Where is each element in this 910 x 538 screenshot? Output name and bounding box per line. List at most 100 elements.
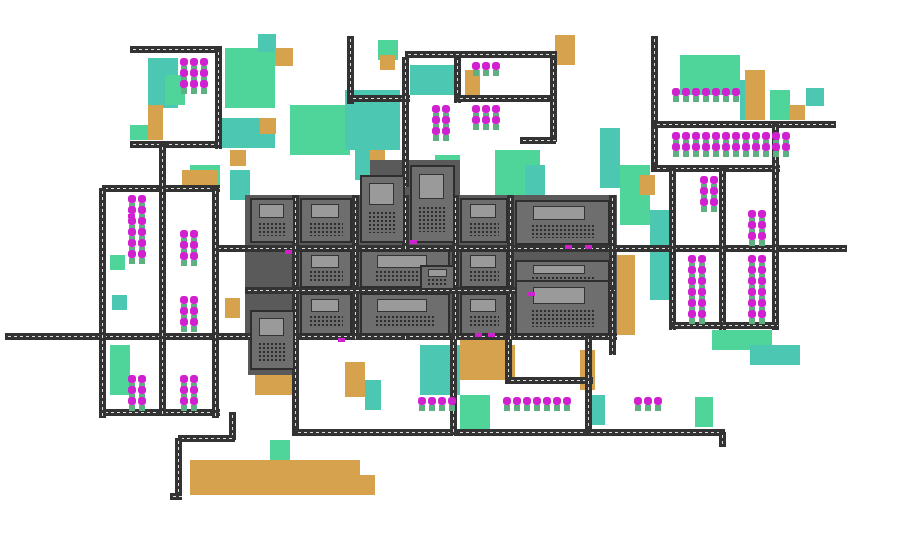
house [672, 143, 680, 157]
house-roof [762, 143, 770, 151]
house-base [713, 96, 719, 102]
house-roof [138, 386, 146, 394]
house-roof [442, 116, 450, 124]
house [138, 397, 146, 411]
house-roof [128, 375, 136, 383]
house-roof [644, 397, 652, 405]
house [442, 127, 450, 141]
factory-roof [419, 174, 444, 199]
house-roof [698, 288, 706, 296]
factory-roof [533, 206, 586, 221]
house [190, 318, 198, 332]
house-base [759, 318, 765, 324]
house-roof [688, 299, 696, 307]
house [428, 397, 436, 411]
house [200, 80, 208, 94]
house-roof [190, 58, 198, 66]
house-base [635, 405, 641, 411]
house-roof [492, 62, 500, 70]
house-roof [758, 310, 766, 318]
house-roof [138, 375, 146, 383]
house-base [191, 405, 197, 411]
house-roof [190, 375, 198, 383]
house-roof [722, 132, 730, 140]
house-roof [533, 397, 541, 405]
house-roof [682, 132, 690, 140]
grass-tile [365, 380, 381, 410]
factory-building [515, 200, 610, 245]
factory-building [410, 165, 455, 243]
factory-building [300, 198, 352, 243]
house [128, 250, 136, 264]
factory-vent [374, 315, 436, 329]
factory-vent [418, 206, 447, 233]
house [758, 232, 766, 246]
house-base [703, 96, 709, 102]
house [492, 62, 500, 76]
factory-vent [258, 221, 287, 237]
road-vertical [772, 124, 779, 330]
house-roof [442, 105, 450, 113]
grass-tile [110, 345, 130, 395]
house-roof [472, 62, 480, 70]
house-roof [702, 143, 710, 151]
house-base [191, 88, 197, 94]
sand-tile [148, 105, 163, 140]
road-horizontal [295, 429, 585, 436]
house [472, 116, 480, 130]
house [503, 397, 511, 411]
house-roof [698, 310, 706, 318]
house-roof [712, 132, 720, 140]
house-roof [428, 397, 436, 405]
house-base [524, 405, 530, 411]
grass-tile [750, 345, 800, 365]
grass-tile [695, 397, 713, 427]
grass-tile [806, 88, 824, 106]
house-base [713, 151, 719, 157]
house-base [763, 151, 769, 157]
house-base [181, 260, 187, 266]
house-roof [200, 69, 208, 77]
sand-tile [345, 362, 365, 397]
road-vertical [159, 144, 166, 416]
house-roof [688, 288, 696, 296]
house-roof [758, 232, 766, 240]
factory-building [420, 265, 455, 290]
house-roof [138, 206, 146, 214]
grass-tile [240, 118, 256, 134]
factory-vent [258, 341, 287, 362]
house-roof [180, 69, 188, 77]
house [190, 80, 198, 94]
house-roof [418, 397, 426, 405]
house [138, 250, 146, 264]
house [712, 88, 720, 102]
road-vertical [347, 36, 354, 104]
house-roof [492, 116, 500, 124]
house-base [473, 124, 479, 130]
house-roof [748, 210, 756, 218]
house [710, 198, 718, 212]
house-base [733, 96, 739, 102]
house-roof [698, 266, 706, 274]
house-roof [692, 143, 700, 151]
house-roof [748, 266, 756, 274]
house-roof [732, 132, 740, 140]
house [180, 252, 188, 266]
house-roof [448, 397, 456, 405]
grass-tile [590, 395, 605, 425]
house [482, 116, 490, 130]
house-roof [472, 116, 480, 124]
sand-tile [230, 150, 246, 166]
house-roof [128, 239, 136, 247]
house-roof [190, 397, 198, 405]
house-roof [190, 241, 198, 249]
house-roof [700, 198, 708, 206]
road-horizontal [170, 493, 182, 500]
factory-building [250, 310, 295, 370]
house-roof [688, 255, 696, 263]
house-base [749, 318, 755, 324]
factory-vent [309, 221, 343, 237]
house-base [181, 88, 187, 94]
house-roof [432, 105, 440, 113]
